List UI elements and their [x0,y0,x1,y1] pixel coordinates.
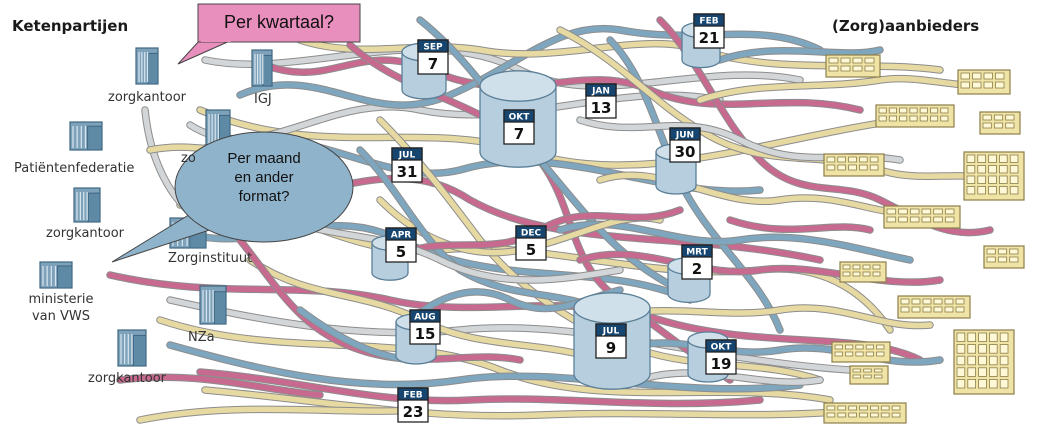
label-ministerie: ministerie van VWS [28,292,94,324]
calendar-badge: JUL 9 [595,323,627,359]
calendar-day: 30 [675,143,696,161]
calendar-day: 23 [403,403,424,421]
calendar-month: SEP [423,43,443,53]
calendar-badge: DEC 5 [515,225,547,261]
calendar-day: 7 [514,125,524,143]
provider-5-icon [823,153,885,177]
calendar-month: MRT [686,248,708,258]
building-zorgkantoor-mid-icon [73,187,101,223]
provider-10-icon [897,295,971,319]
bubble-maand-text: Per maand en ander format? [227,150,301,205]
bubble-kwartaal-text: Per kwartaal? [223,12,335,32]
calendar-badge: OKT 19 [705,339,737,375]
pipe [717,47,883,63]
calendar-day: 7 [428,55,438,73]
pipe [197,369,763,407]
calendar-month: AUG [414,313,435,323]
calendar-day: 13 [591,99,612,117]
label-zorginstituut: Zorginstituut [168,251,253,266]
pipe [137,406,423,423]
pipe [697,75,1003,103]
bubble-maand [174,131,354,243]
calendar-badge: SEP 7 [417,39,449,75]
calendar-badge: FEB 21 [693,13,725,49]
label-zorgkantoor-mid: zorgkantoor [46,226,124,241]
calendar-month: APR [391,231,412,241]
calendar-month: FEB [699,17,718,27]
heading-zorgaanbieders: (Zorg)aanbieders [832,17,980,35]
calendar-month: JUL [602,327,620,337]
building-igj-icon [251,49,273,87]
pipe [727,217,873,233]
calendar-badge: APR 5 [385,227,417,263]
provider-14-icon [823,402,907,424]
calendar-day: 19 [711,355,732,373]
calendar-day: 9 [606,339,616,357]
pipe [167,342,803,392]
calendar-badge: MRT 2 [681,244,713,280]
calendar-badge: JUL 31 [391,147,423,183]
calendar-month: OKT [711,343,733,353]
calendar-month: JUL [398,151,416,161]
pipe [637,370,823,385]
provider-13-icon [849,365,889,385]
calendar-month: JAN [591,87,610,97]
label-partial-zo: zo [181,151,196,166]
provider-12-icon [831,341,891,363]
heading-ketenpartijen: Ketenpartijen [12,17,129,35]
building-zorgkantoor-bottom-icon [117,329,147,367]
calendar-day: 31 [397,163,418,181]
provider-3-icon [875,104,955,128]
calendar-badge: JAN 13 [585,83,617,119]
speech-bubbles [111,3,361,263]
provider-9-icon [839,261,887,283]
label-zorgkantoor-bottom: zorgkantoor [88,371,166,386]
calendar-badge: JUN 30 [669,127,701,163]
calendar-month: DEC [521,229,542,239]
provider-8-icon [983,245,1025,269]
chain-party-buildings [39,47,273,367]
care-provider-buildings [823,54,1025,424]
pipe [117,374,323,398]
provider-4-icon [979,111,1021,135]
provider-2-icon [957,69,1011,95]
building-zorgkantoor-top-icon [135,47,159,85]
building-ministerie-icon [39,261,73,289]
calendar-badge: FEB 23 [397,387,429,423]
calendar-month: JUN [675,131,694,141]
calendar-day: 5 [396,243,406,261]
provider-7-icon [883,205,961,229]
provider-1-icon [825,54,881,78]
calendar-day: 15 [415,325,436,343]
calendar-day: 21 [699,29,720,47]
label-nza: NZa [188,330,215,345]
provider-11-icon [953,329,1015,395]
provider-6-icon [963,151,1025,201]
calendar-month: FEB [403,391,422,401]
calendar-badge: AUG 15 [409,309,441,345]
calendar-day: 5 [526,241,536,259]
bubble-kwartaal [197,3,361,43]
calendar-badge: OKT 7 [503,109,535,145]
pipe [202,387,863,419]
calendar-month: OKT [509,113,531,123]
calendar-day: 2 [692,260,702,278]
building-nza-icon [199,285,227,325]
pipe [597,305,933,329]
label-igj: IGJ [254,92,272,107]
label-zorgkantoor-top: zorgkantoor [108,90,186,105]
building-patientenfederatie-icon [69,121,103,151]
label-patientenfederatie: Patiëntenfederatie [14,161,135,176]
